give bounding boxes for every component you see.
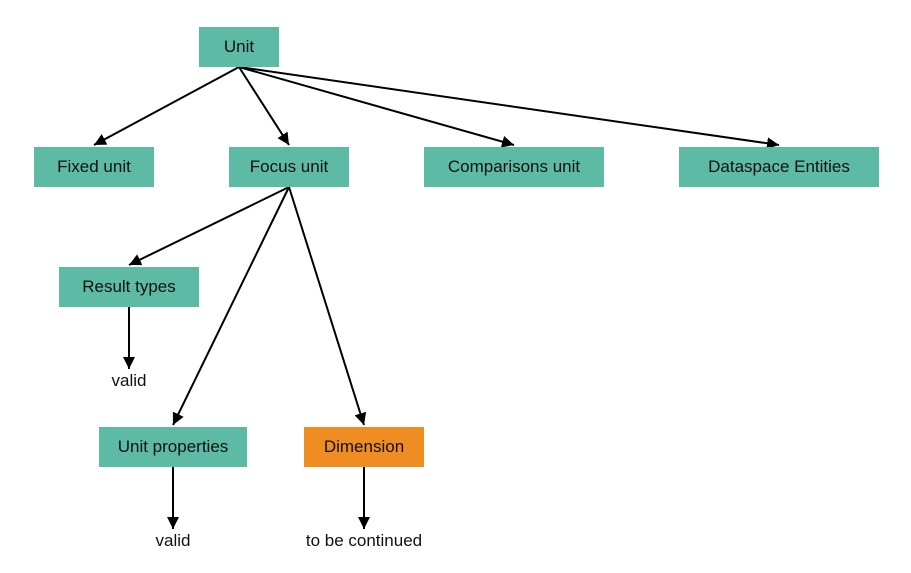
edge-focus-unit-to-result-types [128, 186, 290, 266]
node-unit[interactable]: Unit [199, 27, 279, 67]
node-fixed-unit[interactable]: Fixed unit [34, 147, 154, 187]
edge-unit-to-comparisons-unit [238, 66, 515, 148]
node-dimension[interactable]: Dimension [304, 427, 424, 467]
edge-focus-unit-to-unit-properties [172, 186, 290, 426]
node-unit-properties[interactable]: Unit properties [99, 427, 247, 467]
node-focus-unit[interactable]: Focus unit [229, 147, 349, 187]
unit-properties-valid-label: valid [155, 531, 191, 550]
edge-unit-to-dataspace-entities [238, 66, 780, 150]
edge-focus-unit-to-dimension [288, 186, 367, 426]
node-result-types[interactable]: Result types [59, 267, 199, 307]
node-comparisons-unit[interactable]: Comparisons unit [424, 147, 604, 187]
node-dataspace-entities[interactable]: Dataspace Entities [679, 147, 879, 187]
dimension-note-label: to be continued [305, 531, 423, 550]
result-types-valid-label: valid [111, 371, 147, 390]
edge-unit-to-fixed-unit [93, 66, 240, 146]
edge-unit-to-focus-unit [238, 66, 290, 146]
